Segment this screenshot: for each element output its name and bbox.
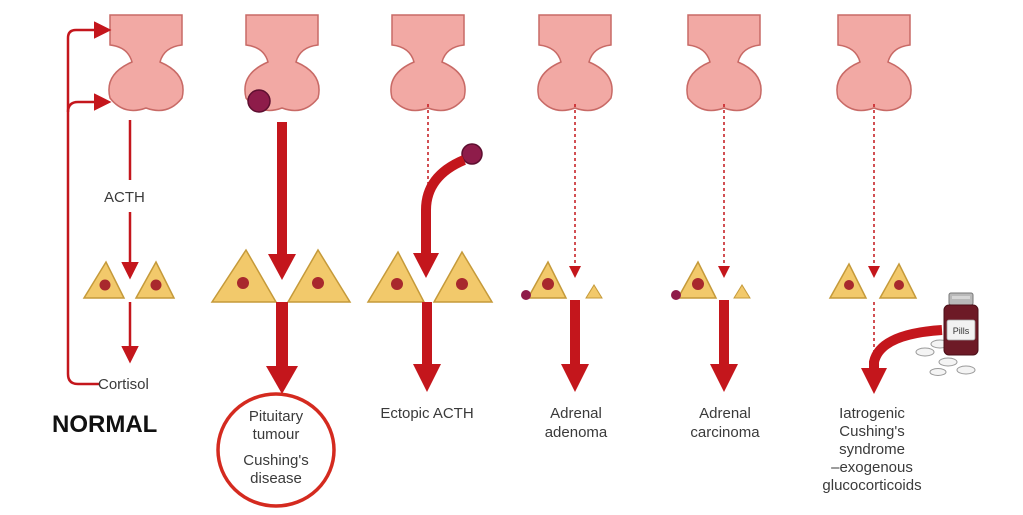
- feedback-loop-line: [66, 21, 112, 386]
- ectopic-tumour-mass: [461, 143, 483, 165]
- cortisol-arrow-thick: [719, 300, 729, 366]
- pill-bottle-label: Pills: [953, 326, 970, 336]
- caption-line: glucocorticoids: [822, 477, 921, 494]
- adrenal-nucleus: [894, 280, 904, 290]
- acth-arrowhead-small: [868, 266, 880, 278]
- pituitary-gland: [244, 14, 320, 112]
- adrenal-nucleus: [391, 278, 403, 290]
- adrenal-nucleus: [692, 278, 704, 290]
- caption-line: –exogenous: [831, 459, 913, 476]
- pituitary-gland: [686, 14, 762, 112]
- acth-arrowhead-small: [718, 266, 730, 278]
- adrenal-nucleus: [150, 279, 162, 291]
- adrenal-cell-left-hyperplastic: [210, 248, 278, 303]
- adrenal-cell-right-hyperplastic: [286, 248, 352, 303]
- normal-title: NORMAL: [52, 411, 157, 438]
- adrenal-nucleus: [456, 278, 468, 290]
- column-adrenal-adenoma: Adrenal adenoma: [521, 14, 613, 441]
- caption-line: Ectopic ACTH: [380, 405, 473, 422]
- column-pituitary-tumour: Pituitary tumour Cushing's disease: [210, 14, 352, 508]
- ectopic-acth-arrow-thick: [421, 155, 467, 255]
- pituitary-gland: [836, 14, 912, 112]
- adrenal-cell-atrophic: [733, 284, 751, 299]
- pituitary-gland-normal: [108, 14, 184, 112]
- pituitary-tumour-mass: [247, 89, 271, 113]
- caption-line: Pituitary: [249, 408, 304, 425]
- cortisol-arrowhead: [710, 364, 738, 392]
- cortisol-arrowhead: [413, 364, 441, 392]
- caption-line: Cushing's: [243, 452, 308, 469]
- adrenal-cell-right-hyperplastic: [432, 250, 494, 303]
- cortisol-arrow-thick: [276, 302, 288, 368]
- pill-icon: [956, 365, 976, 375]
- cortisol-arrow-thick: [570, 300, 580, 366]
- caption-line: Cushing's: [839, 423, 904, 440]
- exogenous-arrowhead: [861, 368, 887, 394]
- acth-arrowhead-small: [569, 266, 581, 278]
- column-adrenal-carcinoma: Adrenal carcinoma: [671, 14, 762, 441]
- caption-line: carcinoma: [690, 424, 760, 441]
- column-iatrogenic: Pills Iatrogenic Cushing's syndrome –exo…: [822, 14, 979, 494]
- caption-line: syndrome: [839, 441, 905, 458]
- exogenous-glucocorticoid-arrow: [869, 325, 943, 370]
- pill-icon: [929, 368, 947, 376]
- pituitary-gland: [390, 14, 466, 112]
- adrenal-cell-atrophic: [585, 284, 603, 299]
- cortisol-arrow-thick: [422, 302, 432, 366]
- column-ectopic-acth: Ectopic ACTH: [366, 14, 494, 422]
- caption-line: adenoma: [545, 424, 608, 441]
- cortisol-arrowhead: [266, 366, 298, 394]
- adrenal-cell-left-hyperplastic: [366, 250, 426, 303]
- caption-line: tumour: [253, 426, 300, 443]
- adenoma-mass: [521, 290, 531, 300]
- cortisol-label: Cortisol: [98, 376, 149, 393]
- column-normal: ACTH Cortisol NORMAL: [52, 14, 184, 438]
- acth-arrow-thick: [277, 122, 287, 256]
- adrenal-nucleus: [237, 277, 249, 289]
- pill-bottle-icon: Pills: [943, 292, 979, 356]
- caption-line: Adrenal: [699, 405, 751, 422]
- acth-arrowhead: [268, 254, 296, 280]
- carcinoma-mass: [671, 290, 681, 300]
- acth-arrowhead: [413, 253, 439, 278]
- adrenal-nucleus: [99, 279, 111, 291]
- feedback-branch-line: [66, 93, 112, 113]
- pill-icon: [915, 347, 935, 357]
- acth-label: ACTH: [104, 189, 145, 206]
- adrenal-nucleus: [844, 280, 854, 290]
- pituitary-gland: [537, 14, 613, 112]
- highlight-ring: [216, 392, 336, 508]
- adrenal-nucleus: [542, 278, 554, 290]
- caption-line: Adrenal: [550, 405, 602, 422]
- pill-icon: [938, 357, 958, 367]
- caption-line: disease: [250, 470, 302, 487]
- cortisol-arrowhead: [561, 364, 589, 392]
- adrenal-nucleus: [312, 277, 324, 289]
- caption-line: Iatrogenic: [839, 405, 905, 422]
